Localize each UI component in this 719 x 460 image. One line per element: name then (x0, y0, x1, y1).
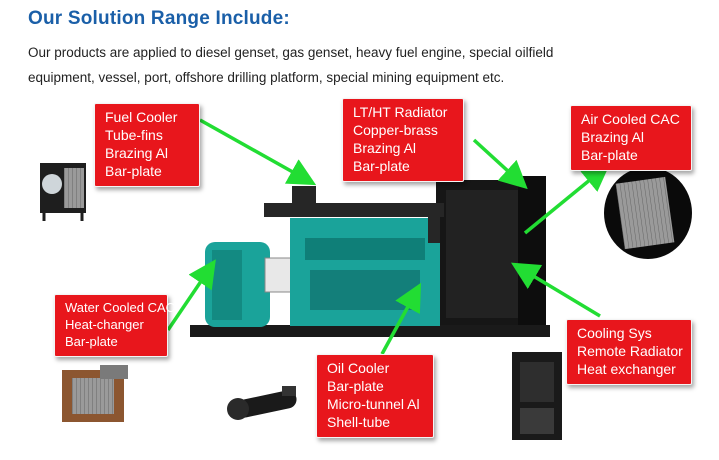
callout-radiator-line-1: LT/HT Radiator (353, 104, 448, 120)
callout-oil-cooler: Oil Cooler Bar-plate Micro-tunnel Al She… (316, 354, 434, 438)
callout-fuel-cooler: Fuel Cooler Tube-fins Brazing Al Bar-pla… (94, 103, 200, 187)
arrow-cooling-sys (510, 262, 601, 318)
callout-fuel-cooler-line-1: Fuel Cooler (105, 109, 178, 125)
air-cooled-cac-image (604, 167, 692, 259)
callout-cooling-sys: Cooling Sys Remote Radiator Heat exchang… (566, 319, 692, 385)
callout-cooling-sys-line-2: Remote Radiator (577, 343, 683, 359)
callout-fuel-cooler-line-4: Bar-plate (105, 163, 162, 179)
callout-radiator-line-3: Brazing Al (353, 140, 417, 156)
arrow-fuel-cooler (199, 118, 317, 186)
fuel-cooler-image (40, 163, 86, 221)
callout-cooling-sys-line-3: Heat exchanger (577, 361, 676, 377)
oil-cooler-image (227, 386, 297, 420)
arrow-water-cooled-cac (166, 259, 216, 331)
description-line-1: Our products are applied to diesel gense… (28, 45, 554, 60)
callout-air-cooled-cac-line-1: Air Cooled CAC (581, 111, 680, 127)
callout-air-cooled-cac-line-3: Bar-plate (581, 147, 638, 163)
description-line-2: equipment, vessel, port, offshore drilli… (28, 70, 505, 85)
callout-oil-cooler-line-1: Oil Cooler (327, 360, 390, 376)
callout-oil-cooler-line-4: Shell-tube (327, 414, 391, 430)
callout-air-cooled-cac: Air Cooled CAC Brazing Al Bar-plate (570, 105, 692, 171)
arrow-air-cooled-cac (523, 163, 611, 235)
callout-water-cooled-cac-line-1: Water Cooled CAC (65, 300, 176, 315)
water-cooled-cac-image (62, 365, 128, 422)
callout-radiator-line-2: Copper-brass (353, 122, 438, 138)
callout-fuel-cooler-line-2: Tube-fins (105, 127, 163, 143)
callout-air-cooled-cac-line-2: Brazing Al (581, 129, 645, 145)
remote-radiator-image (512, 352, 562, 440)
arrow-oil-cooler (380, 282, 422, 355)
callout-cooling-sys-line-1: Cooling Sys (577, 325, 652, 341)
pointer-arrows (166, 118, 611, 355)
callout-oil-cooler-line-2: Bar-plate (327, 378, 384, 394)
callout-radiator-line-4: Bar-plate (353, 158, 410, 174)
callout-radiator: LT/HT Radiator Copper-brass Brazing Al B… (342, 98, 464, 182)
callout-water-cooled-cac: Water Cooled CAC Heat-changer Bar-plate (54, 294, 176, 357)
callout-water-cooled-cac-line-3: Bar-plate (65, 334, 118, 349)
arrow-radiator (472, 138, 528, 190)
callout-fuel-cooler-line-3: Brazing Al (105, 145, 169, 161)
description-paragraph: Our products are applied to diesel gense… (28, 40, 708, 90)
callout-water-cooled-cac-line-2: Heat-changer (65, 317, 144, 332)
genset-image (190, 176, 550, 337)
callout-oil-cooler-line-3: Micro-tunnel Al (327, 396, 420, 412)
section-heading: Our Solution Range Include: (28, 8, 290, 29)
